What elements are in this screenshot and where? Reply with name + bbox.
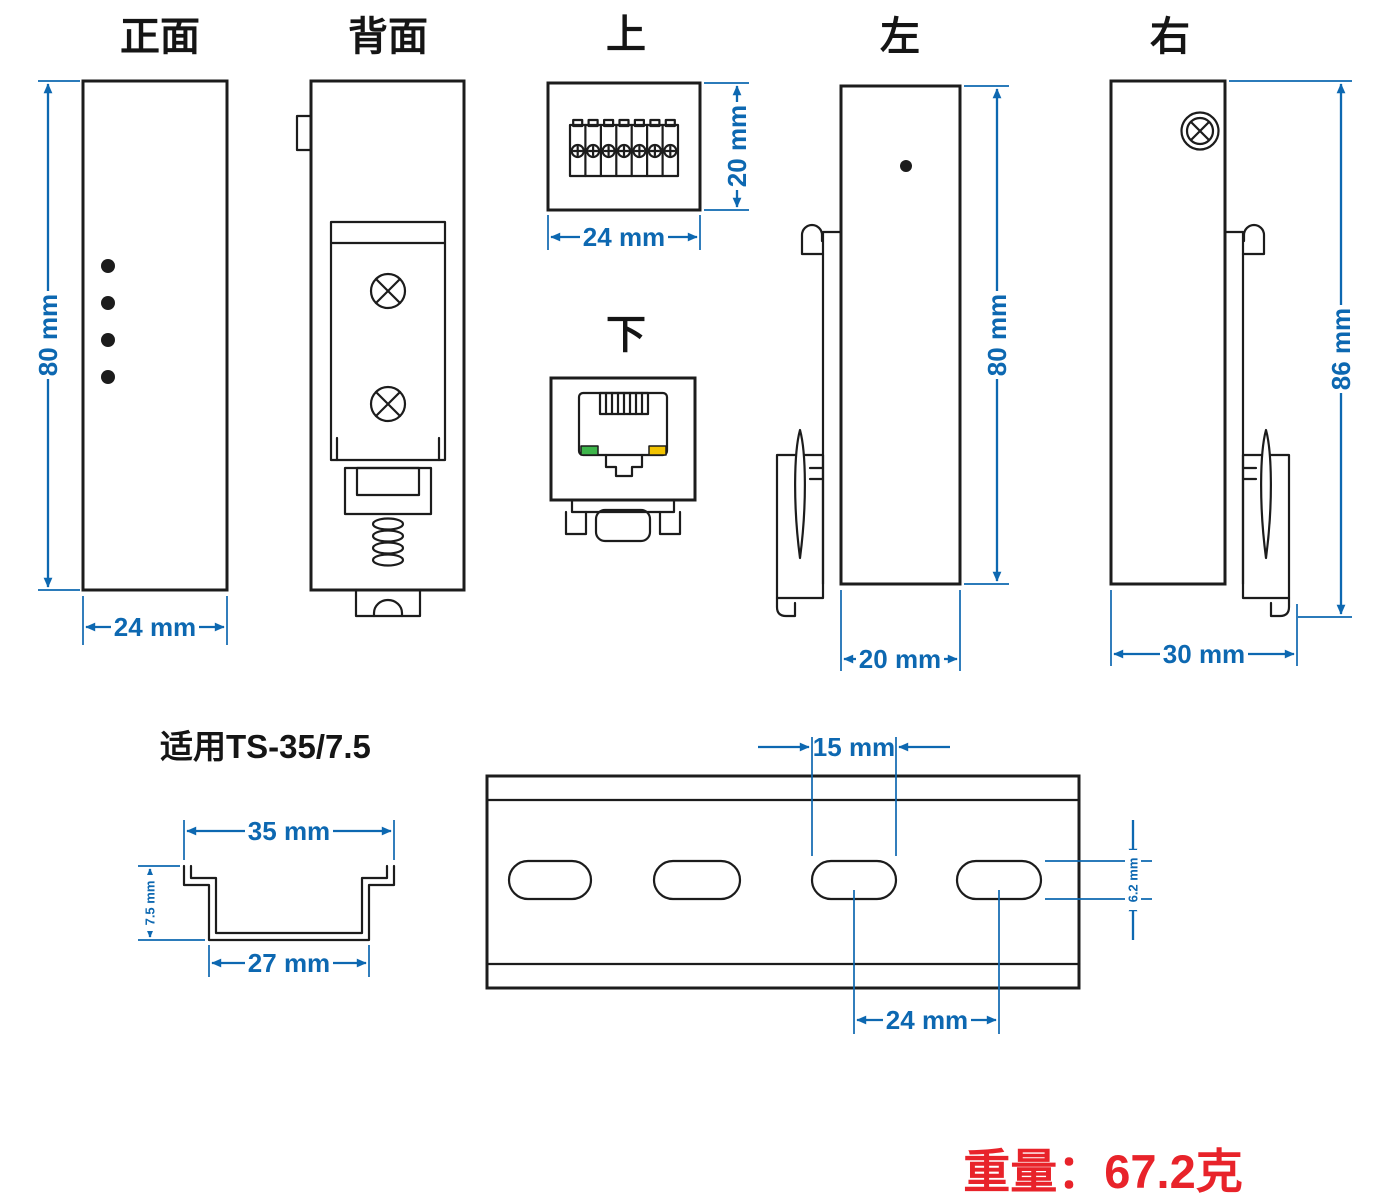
rail-top-view: 15 mm 24 mm 6.2 mm xyxy=(485,732,1152,1035)
latch-spring-coil xyxy=(371,553,405,567)
bottom-mount-bracket xyxy=(564,498,682,543)
weight-label: 重量：67.2克 xyxy=(963,1145,1242,1198)
rail-body xyxy=(485,774,1081,990)
rail-slot xyxy=(507,859,593,901)
dim-label: 24 mm xyxy=(583,222,665,252)
dim-left-width: 20 mm xyxy=(840,590,961,674)
back-screw-bottom xyxy=(369,385,407,423)
rj45-pins xyxy=(604,391,644,416)
back-din-plate xyxy=(329,220,447,462)
clip-leaf-spring xyxy=(1260,428,1272,560)
led-dot xyxy=(101,370,115,384)
left-view-label: 左 xyxy=(880,15,920,59)
dim-label: 24 mm xyxy=(114,612,196,642)
clip-leaf-spring xyxy=(794,428,806,560)
dim-front-height: 80 mm xyxy=(33,80,80,591)
dim-top-width: 24 mm xyxy=(547,215,701,252)
rail-section: 适用TS-35/7.5 35 mm 27 mm 7.5 mm xyxy=(138,728,396,978)
back-latch xyxy=(335,436,441,567)
led-dot xyxy=(101,296,115,310)
front-view-label: 正面 xyxy=(120,15,200,59)
top-view-label: 上 xyxy=(606,13,646,57)
top-view: 上 20 mm 24 mm xyxy=(546,13,752,252)
dim-label: 6.2 mm xyxy=(1126,858,1141,903)
rj45-led-yellow xyxy=(648,445,667,456)
dim-rail-bottom-width: 27 mm xyxy=(208,945,370,978)
dim-label: 24 mm xyxy=(886,1005,968,1035)
dim-label: 35 mm xyxy=(248,816,330,846)
terminal-block xyxy=(568,118,680,178)
dim-rail-top-width: 35 mm xyxy=(183,816,395,860)
dim-label: 27 mm xyxy=(248,948,330,978)
dim-front-width: 24 mm xyxy=(82,596,228,645)
back-view-label: 背面 xyxy=(348,15,428,59)
right-din-clip xyxy=(1223,223,1291,618)
dim-top-height: 20 mm xyxy=(704,82,752,211)
rj45-jack xyxy=(577,391,669,478)
dim-label: 20 mm xyxy=(859,644,941,674)
dim-label: 80 mm xyxy=(33,294,63,376)
dim-right-width: 30 mm xyxy=(1110,590,1298,669)
dim-right-height: 86 mm xyxy=(1229,80,1356,618)
dim-label: 20 mm xyxy=(722,105,752,187)
back-bottom-tab xyxy=(354,588,422,618)
rail-slot xyxy=(652,859,742,901)
led-dot xyxy=(101,259,115,273)
bottom-view: 下 xyxy=(549,313,697,543)
back-connector-tab xyxy=(295,114,313,152)
right-view: 右 86 mm 30 xyxy=(1109,15,1356,669)
front-led-dots xyxy=(101,259,115,384)
dim-slot-length: 15 mm xyxy=(758,732,950,856)
dim-label: 86 mm xyxy=(1326,308,1356,390)
dim-rail-depth: 7.5 mm xyxy=(138,865,205,941)
right-body xyxy=(1109,79,1227,586)
dim-label: 7.5 mm xyxy=(143,881,158,926)
back-view: 背面 xyxy=(295,15,466,618)
back-screw-top xyxy=(369,272,407,310)
dim-left-height: 80 mm xyxy=(964,85,1012,585)
dim-label: 15 mm xyxy=(813,732,895,762)
rj45-latch-slot xyxy=(604,453,644,478)
left-view: 左 80 mm 20 mm xyxy=(775,15,1012,674)
rj45-led-green xyxy=(580,445,599,456)
rail-profile xyxy=(182,864,396,942)
led-dot xyxy=(101,333,115,347)
dim-slot-pitch: 24 mm xyxy=(853,890,1000,1035)
clip-bottom-hook xyxy=(1269,596,1291,618)
clip-top-hook xyxy=(800,223,825,256)
left-din-clip xyxy=(775,223,843,618)
left-pinhole-dot xyxy=(900,160,912,172)
bottom-view-label: 下 xyxy=(606,313,646,357)
clip-bottom-hook xyxy=(775,596,797,618)
rail-fold-lines xyxy=(485,798,1081,966)
right-view-label: 右 xyxy=(1150,15,1190,59)
back-body xyxy=(309,79,466,592)
dim-label: 30 mm xyxy=(1163,639,1245,669)
clip-top-hook xyxy=(1241,223,1266,256)
left-body xyxy=(839,84,962,586)
rail-section-title: 适用TS-35/7.5 xyxy=(160,728,371,765)
front-view: 正面 80 mm 24 mm xyxy=(33,15,229,645)
dim-slot-width: 6.2 mm xyxy=(1045,820,1152,940)
dim-label: 80 mm xyxy=(982,294,1012,376)
right-screw xyxy=(1180,111,1220,151)
